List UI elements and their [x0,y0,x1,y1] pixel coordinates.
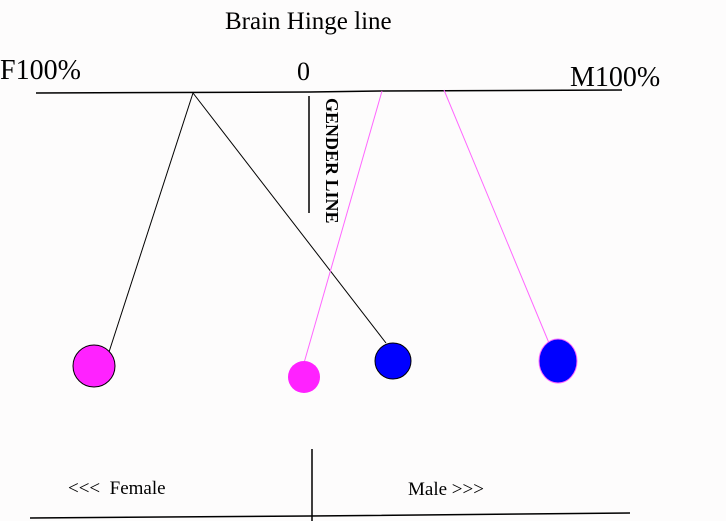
pendulum-string [108,92,194,353]
baseline [29,512,631,519]
pendulum-string [192,92,387,344]
female-pendulum-ball [72,344,116,388]
female-direction-label: <<< Female [68,478,166,499]
pendulum-string [443,89,550,344]
male-direction-label: Male >>> [408,479,484,500]
female-pendulum-ball [288,361,320,393]
scale-right-label: M100% [570,62,660,93]
pendulum-string [303,90,383,364]
scale-center-label: 0 [297,57,310,86]
hinge-line [35,89,623,94]
male-pendulum-ball [374,342,412,380]
scale-left-label: F100% [0,55,81,86]
gender-line-label: GENDER LINE [322,98,342,224]
diagram-title: Brain Hinge line [225,8,392,35]
male-pendulum-ball [538,338,578,384]
